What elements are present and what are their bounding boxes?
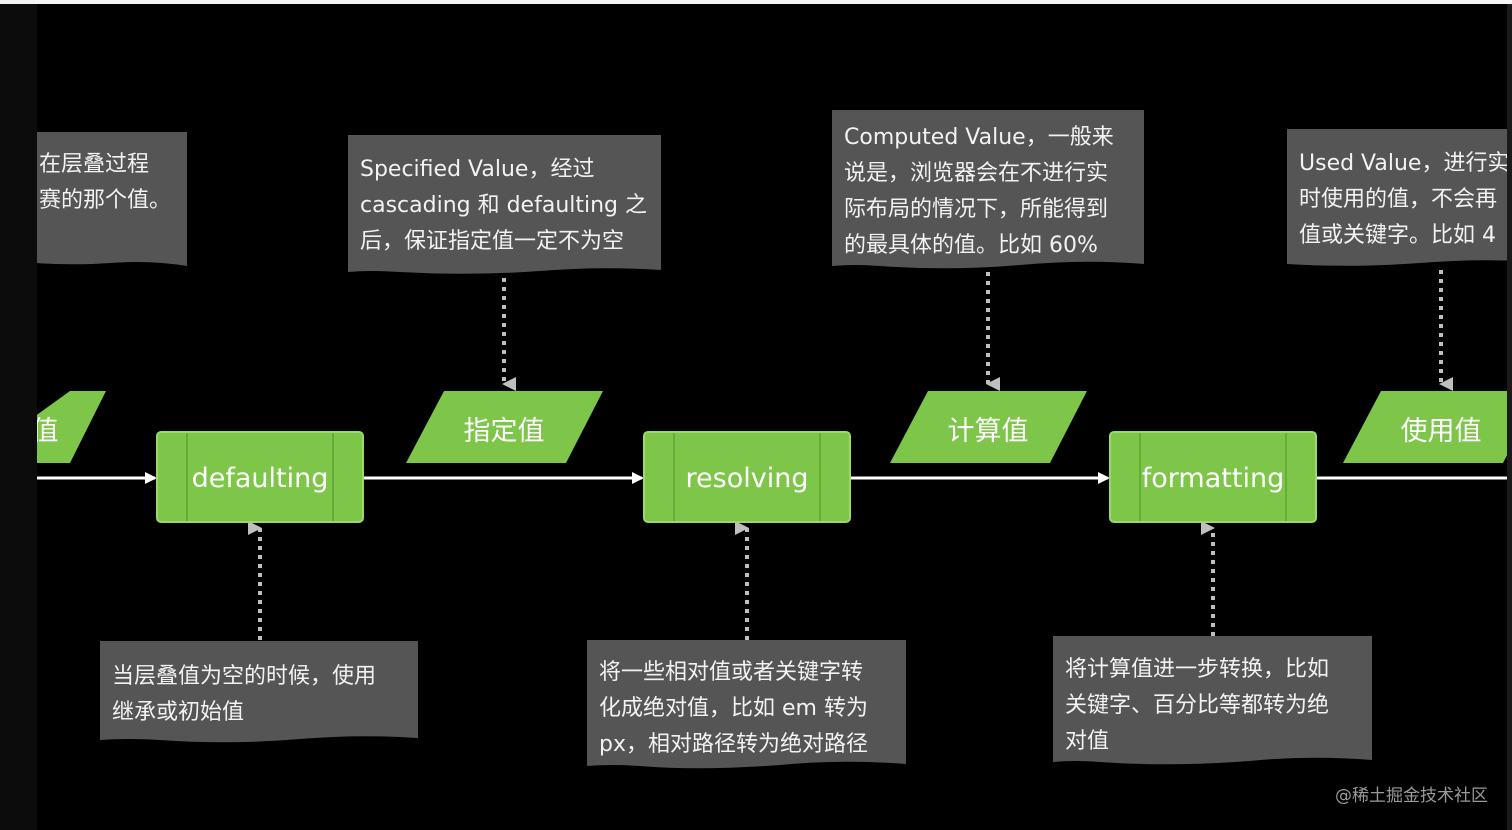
note-computed-line-2: 说是，浏览器会在不进行实 [844,161,1108,186]
step-resolving: resolving [643,431,851,523]
value-label-computed: 计算值 [890,391,1087,463]
note-computed-text: Computed Value，一般来 说是，浏览器会在不进行实 际布局的情况下，… [844,125,1121,258]
note-defaulting: 当层叠值为空的时候，使用 继承或初始值 [100,641,418,743]
value-label-partial-text: 值 [32,416,59,447]
note-used: Used Value，进行实 时使用的值，不会再 值或关键字。比如 4 [1287,129,1512,266]
step-formatting-text: formatting [1142,463,1284,494]
note-formatting-line-3: 对值 [1065,729,1109,754]
note-computed-line-3: 际布局的情况下，所能得到 [844,197,1108,222]
note-defaulting-text: 当层叠值为空的时候，使用 继承或初始值 [112,664,383,725]
note-specified-line-2: cascading 和 defaulting 之 [360,193,647,218]
note-used-line-3: 值或关键字。比如 4 [1299,223,1496,248]
note-defaulting-line-1: 当层叠值为空的时候，使用 [112,664,376,689]
note-resolving: 将一些相对值或者关键字转 化成绝对值，比如 em 转为 px，相对路径转为绝对路… [587,640,906,769]
value-label-used-text: 使用值 [1401,416,1482,447]
value-label-partial: 值 [32,391,106,463]
value-label-computed-text: 计算值 [948,416,1029,447]
note-used-line-1: Used Value，进行实 [1299,151,1509,176]
note-resolving-text: 将一些相对值或者关键字转 化成绝对值，比如 em 转为 px，相对路径转为绝对路… [599,660,875,757]
note-computed-line-4: 的最具体的值。比如 60% [844,233,1098,258]
value-label-specified-text: 指定值 [464,416,545,447]
note-formatting-text: 将计算值进一步转换，比如 关键字、百分比等都转为绝 对值 [1065,657,1336,754]
note-formatting: 将计算值进一步转换，比如 关键字、百分比等都转为绝 对值 [1053,636,1372,765]
note-cascaded-line-1: 在层叠过程 [39,152,149,177]
value-label-specified: 指定值 [406,391,603,463]
note-formatting-line-2: 关键字、百分比等都转为绝 [1065,693,1329,718]
note-specified: Specified Value，经过 cascading 和 defaultin… [348,135,661,274]
note-cascaded-text: 在层叠过程 赛的那个值。 [39,152,171,213]
left-dark-band [0,4,37,830]
value-label-used: 使用值 [1343,391,1507,463]
step-resolving-text: resolving [686,463,809,494]
step-formatting: formatting [1109,431,1317,523]
note-specified-line-3: 后，保证指定值一定不为空 [360,229,624,254]
note-cascaded: 在层叠过程 赛的那个值。 [37,132,187,266]
note-resolving-line-2: 化成绝对值，比如 em 转为 [599,696,868,721]
note-formatting-line-1: 将计算值进一步转换，比如 [1065,657,1329,682]
note-resolving-line-3: px，相对路径转为绝对路径 [599,732,868,757]
note-computed-line-1: Computed Value，一般来 [844,125,1114,150]
right-dark-band [1507,4,1512,830]
note-specified-line-1: Specified Value，经过 [360,157,594,182]
step-defaulting-text: defaulting [192,463,329,494]
watermark: @稀土掘金技术社区 [1335,786,1488,806]
note-specified-text: Specified Value，经过 cascading 和 defaultin… [360,157,654,254]
note-resolving-line-1: 将一些相对值或者关键字转 [599,660,863,685]
note-defaulting-line-2: 继承或初始值 [112,700,244,725]
note-used-line-2: 时使用的值，不会再 [1299,187,1497,212]
note-cascaded-line-2: 赛的那个值。 [39,188,171,213]
note-used-text: Used Value，进行实 时使用的值，不会再 值或关键字。比如 4 [1299,151,1512,248]
note-computed: Computed Value，一般来 说是，浏览器会在不进行实 际布局的情况下，… [832,110,1144,269]
step-defaulting: defaulting [156,431,364,523]
top-edge [0,0,1512,4]
